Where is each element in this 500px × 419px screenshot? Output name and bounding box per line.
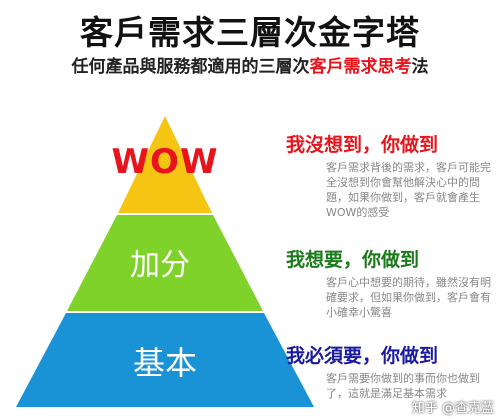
level-description: 客戶需要你做到的事而你也做到了，這就是滿足基本需求 bbox=[326, 372, 480, 400]
level-description: 客戶需求背後的需求，客戶可能完全沒想到你會幫他解決心中的問題，如果你做到，客戶就… bbox=[326, 161, 491, 219]
subtitle-prefix: 任何產品與服務都適用的三層次 bbox=[71, 57, 310, 77]
level-block-wow: 我沒想到，你做到 客戶需求背後的需求，客戶可能完全沒想到你會幫他解決心中的問題，… bbox=[286, 130, 500, 220]
subtitle-highlight-2: 考 bbox=[394, 57, 412, 77]
tier-label-middle: 加分 bbox=[130, 248, 190, 283]
subtitle-suffix: 法 bbox=[411, 57, 429, 77]
pyramid-tier-bottom bbox=[16, 313, 314, 407]
tier-label-bottom: 基本 bbox=[132, 344, 197, 382]
level-description: 客戶心中想要的期待，雖然沒有明確要求，但如果你做到，客戶會有小確幸小驚喜 bbox=[326, 276, 491, 319]
level-heading: 我想要，你做到 bbox=[286, 249, 420, 271]
level-heading: 我必須要，你做到 bbox=[286, 345, 439, 367]
page-title: 客戶需求三層次金字塔 bbox=[80, 13, 420, 52]
watermark: 知乎 @查克藍 bbox=[411, 401, 494, 416]
level-block-bottom: 我必須要，你做到 客戶需要你做到的事而你也做到了，這就是滿足基本需求 bbox=[286, 341, 500, 401]
page-subtitle: 任何產品與服務都適用的三層次客戶需求思考法 bbox=[0, 52, 500, 77]
level-heading: 我沒想到，你做到 bbox=[286, 134, 439, 156]
level-block-middle: 我想要，你做到 客戶心中想要的期待，雖然沒有明確要求，但如果你做到，客戶會有小確… bbox=[286, 245, 500, 320]
tier-label-wow: WOW bbox=[111, 142, 219, 182]
subtitle-highlight: 客戶需求思 bbox=[309, 57, 395, 77]
pyramid-tier-top bbox=[118, 116, 212, 213]
pyramid-tier-middle bbox=[67, 215, 263, 311]
